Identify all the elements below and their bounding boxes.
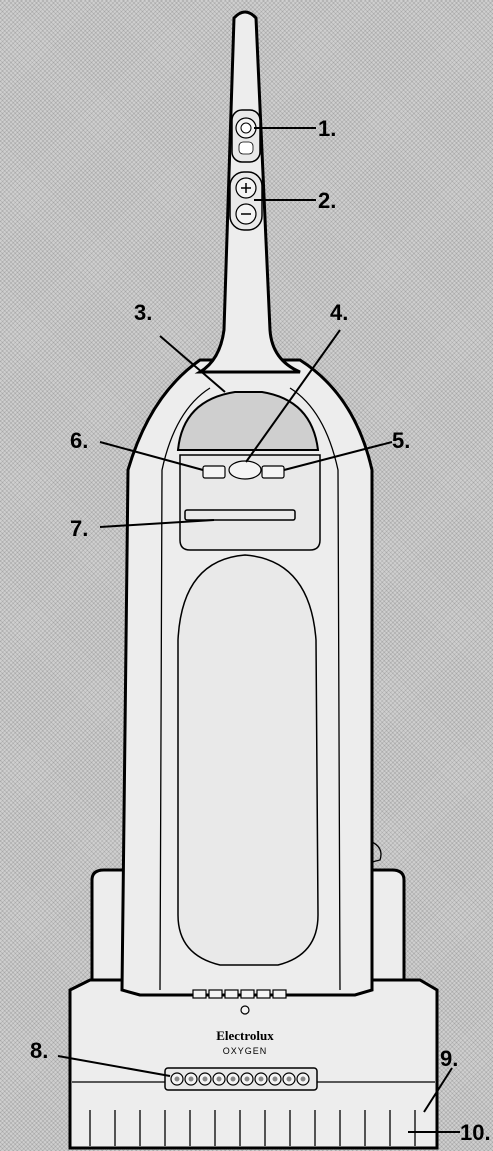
setting-button[interactable] <box>272 989 287 999</box>
power-switch <box>231 109 261 163</box>
callout-6: 6. <box>70 428 88 453</box>
leader-6 <box>99 441 204 471</box>
right-wheel-housing <box>370 868 406 982</box>
setting-button[interactable] <box>208 989 223 999</box>
indicator-light <box>240 1005 250 1015</box>
leader-5 <box>283 441 393 471</box>
suction-control <box>229 171 263 231</box>
callout-8: 8. <box>30 1038 48 1063</box>
setting-button[interactable] <box>240 989 255 999</box>
callout-10: 10. <box>460 1120 491 1145</box>
leader-3 <box>159 335 226 393</box>
control-panel <box>179 454 321 551</box>
leader-lines <box>57 127 460 1133</box>
setting-button[interactable] <box>192 989 207 999</box>
leader-4 <box>245 329 341 463</box>
panel-button-center[interactable] <box>228 460 262 480</box>
panel-button-right[interactable] <box>261 465 285 479</box>
leader-9 <box>423 1067 453 1113</box>
setting-button[interactable] <box>256 989 271 999</box>
callout-7: 7. <box>70 516 88 541</box>
side-knob <box>371 841 382 863</box>
brand-name: Electrolux <box>216 1028 274 1043</box>
carry-handle-opening <box>176 391 320 451</box>
leader-7 <box>99 519 215 528</box>
left-wheel-housing <box>90 868 130 982</box>
callout-2: 2. <box>318 188 336 213</box>
leader-8 <box>57 1055 171 1077</box>
callout-1: 1. <box>318 116 336 141</box>
dust-window <box>177 554 319 966</box>
floor-nozzle <box>68 978 439 1150</box>
callout-numbers: 1. 2. 3. 4. 5. 6. 7. 8. 9. 10. <box>30 116 491 1145</box>
callout-9: 9. <box>440 1046 458 1071</box>
nozzle-ribs <box>89 1110 416 1146</box>
filter-indicator <box>184 509 296 521</box>
panel-button-left[interactable] <box>202 465 226 479</box>
model-name: OXYGEN <box>223 1046 268 1056</box>
callout-3: 3. <box>134 300 152 325</box>
callout-4: 4. <box>330 300 348 325</box>
setting-buttons <box>192 989 287 1015</box>
setting-button[interactable] <box>224 989 239 999</box>
led-strip <box>164 1067 318 1091</box>
callout-5: 5. <box>392 428 410 453</box>
